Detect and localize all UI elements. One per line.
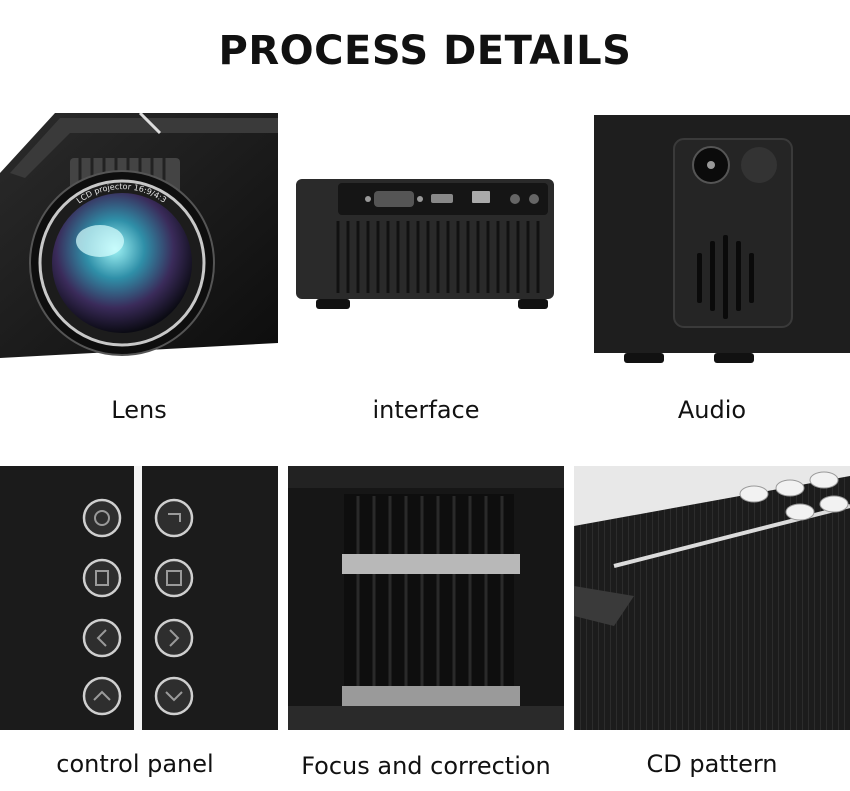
caption-lens: Lens [111,396,167,424]
page-title: PROCESS DETAILS [218,28,632,74]
audio-photo [574,113,850,378]
cd-pattern-photo [574,466,850,730]
caption-audio: Audio [677,396,747,424]
caption-control-panel: control panel [56,750,214,778]
focus-photo [288,466,564,730]
caption-cd-pattern: CD pattern [646,750,778,778]
caption-interface: interface [372,396,480,424]
lens-photo: LCD projector 16:9/4:3 [0,113,278,378]
control-panel-photo [0,466,278,730]
caption-focus: Focus and correction [301,752,551,780]
interface-photo [288,113,564,378]
